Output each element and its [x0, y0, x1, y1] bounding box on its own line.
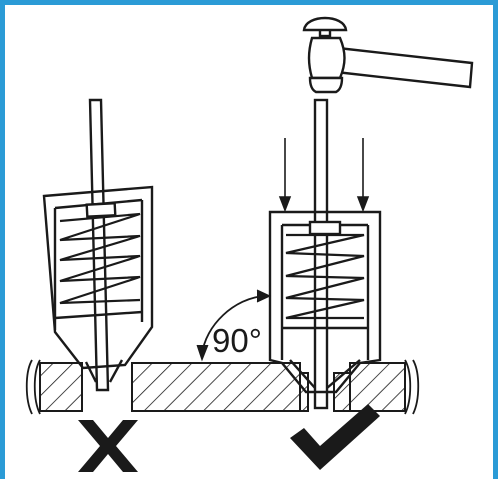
hammer-handle	[334, 46, 474, 89]
straight-spring	[285, 233, 365, 320]
tilted-insert-assembly	[42, 98, 154, 392]
press-arrows	[278, 138, 370, 213]
angle-label: 90°	[212, 322, 262, 359]
base-plate	[39, 362, 406, 412]
plate-segment-middle	[131, 362, 301, 412]
straight-housing	[268, 210, 382, 394]
tilted-housing	[42, 185, 154, 370]
check-icon	[290, 404, 380, 470]
plate-segment-right-b	[349, 362, 406, 412]
plate-segment-left	[39, 362, 83, 412]
plate-break-marks	[25, 359, 420, 415]
angle-indicator	[196, 289, 272, 362]
tilted-spring	[59, 212, 141, 305]
tilted-rod	[88, 98, 110, 392]
straight-insert-assembly	[268, 98, 382, 410]
cross-icon	[78, 420, 138, 472]
hammer-icon	[302, 16, 474, 94]
